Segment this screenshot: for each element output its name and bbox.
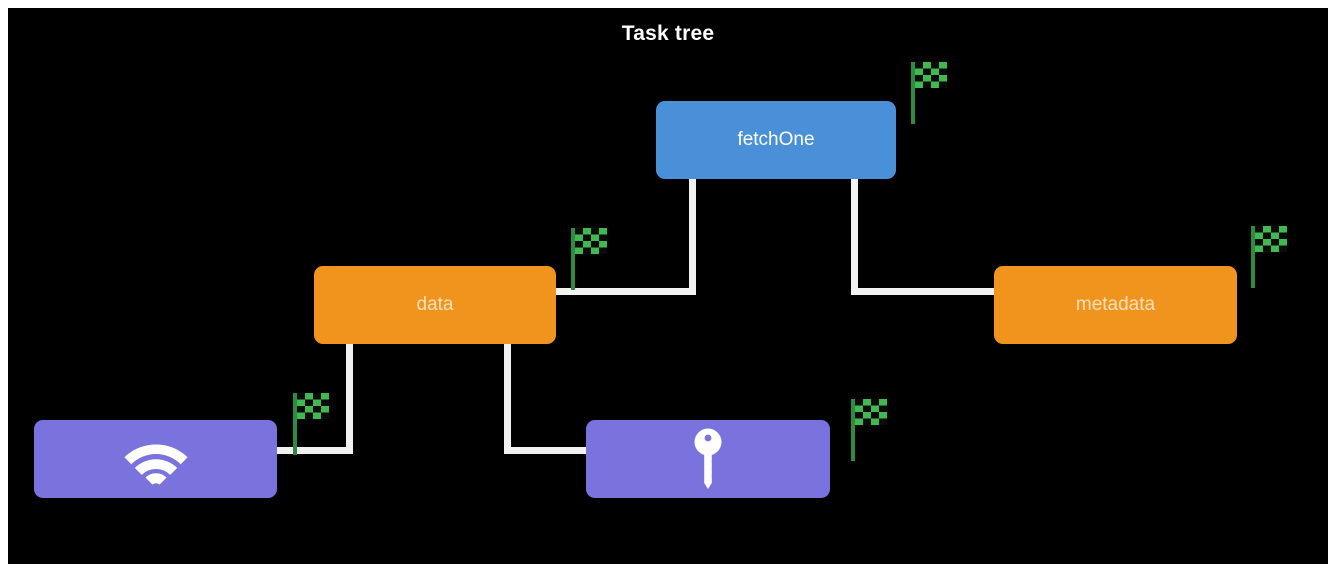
node-metadata-label: metadata	[1075, 294, 1156, 315]
wifi-icon	[123, 444, 188, 485]
finish-flag-icon-fetchone	[911, 62, 947, 124]
edge-fetchone-data-vertical	[689, 163, 696, 295]
edge-fetchone-metadata-vertical	[851, 163, 858, 295]
finish-flag-icon-data	[571, 228, 607, 290]
edge-data-key-vertical	[504, 328, 511, 454]
node-data[interactable]: data	[314, 266, 556, 344]
edge-fetchone-data-horizontal	[548, 288, 696, 295]
key-icon	[694, 428, 722, 489]
edge-data-key-horizontal	[504, 447, 594, 454]
page-title: Task tree	[621, 22, 715, 45]
finish-flag-icon-wifi	[293, 393, 329, 455]
node-data-label: data	[416, 294, 454, 315]
node-metadata[interactable]: metadata	[994, 266, 1237, 344]
node-fetchone-label: fetchOne	[737, 129, 815, 150]
finish-flag-icon-key	[851, 399, 887, 461]
node-fetchone[interactable]: fetchOne	[656, 101, 896, 179]
diagram-canvas[interactable]: Task tree fetchOne	[8, 8, 1328, 564]
edge-fetchone-metadata-horizontal	[851, 288, 1003, 295]
node-wifi[interactable]	[34, 420, 277, 498]
edge-data-wifi-horizontal	[269, 447, 353, 454]
node-key[interactable]	[586, 420, 830, 498]
finish-flag-icon-metadata	[1251, 226, 1287, 288]
edge-data-wifi-vertical	[346, 328, 353, 454]
